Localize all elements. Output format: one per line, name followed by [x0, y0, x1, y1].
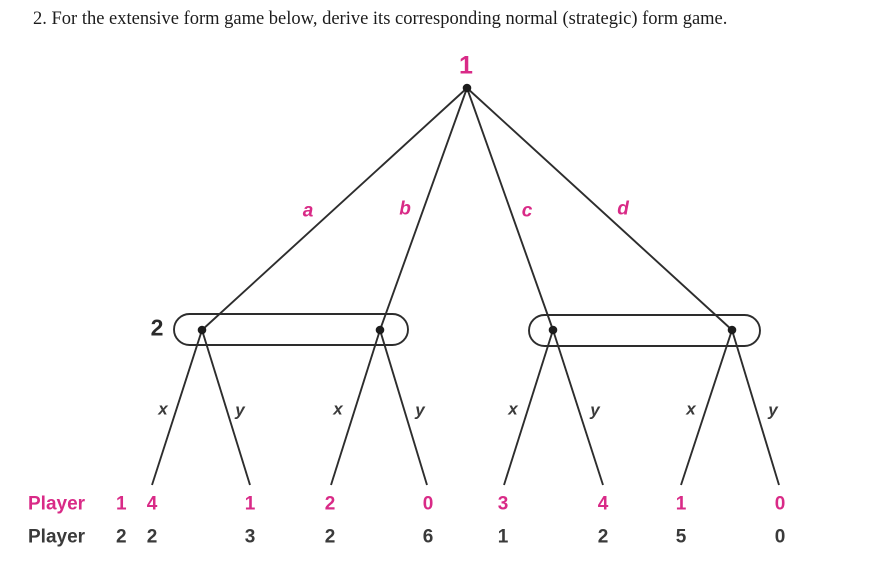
payoff-p2-5: 1 [497, 526, 509, 548]
payoff-p1-2: 1 [244, 493, 256, 515]
branch-label-c: c [521, 200, 533, 222]
edge-c [466, 87, 554, 331]
action-label-y2: y [415, 400, 425, 420]
edge-y3 [552, 329, 604, 486]
action-label-y1: y [235, 400, 245, 420]
root-node-dot [462, 83, 472, 93]
payoff-p1-3: 2 [324, 493, 336, 515]
payoff-p2-2: 3 [244, 526, 256, 548]
edge-d [466, 87, 733, 331]
edge-x2 [330, 329, 381, 486]
action-label-y4: y [768, 400, 778, 420]
action-label-x1: x [158, 399, 168, 419]
payoff-p1-6: 4 [597, 493, 609, 515]
payoff-p1-1: 4 [146, 493, 158, 515]
payoff-p2-6: 2 [597, 526, 609, 548]
action-label-x3: x [508, 399, 518, 419]
edge-y2 [379, 329, 428, 486]
player1-word: Player [28, 493, 86, 515]
node-dot-b [375, 325, 385, 335]
player2-number: 2 [116, 526, 127, 548]
edge-y4 [731, 329, 780, 486]
player1-row-label: Player 1 [28, 495, 127, 514]
problem-statement: 2. For the extensive form game below, de… [33, 9, 728, 29]
payoff-p2-1: 2 [146, 526, 158, 548]
player2-row-label: Player 2 [28, 528, 127, 547]
payoff-p2-7: 5 [675, 526, 687, 548]
action-label-y3: y [590, 400, 600, 420]
player2-infoset-label: 2 [150, 314, 164, 341]
branch-label-b: b [399, 198, 411, 220]
node-dot-c [548, 325, 558, 335]
payoff-p1-7: 1 [675, 493, 687, 515]
payoff-p1-5: 3 [497, 493, 509, 515]
branch-label-d: d [617, 198, 629, 220]
payoff-p2-4: 6 [422, 526, 434, 548]
edge-x3 [503, 329, 554, 486]
player1-number: 1 [116, 493, 127, 515]
payoff-p2-8: 0 [774, 526, 786, 548]
node-dot-a [197, 325, 207, 335]
edge-x1 [151, 329, 203, 486]
payoff-p2-3: 2 [324, 526, 336, 548]
info-set-right-oval [528, 314, 761, 347]
player2-word: Player [28, 526, 86, 548]
payoff-p1-4: 0 [422, 493, 434, 515]
edge-x4 [680, 329, 733, 486]
edge-b [379, 87, 468, 331]
info-set-left-oval [173, 313, 409, 346]
edge-y1 [201, 329, 251, 486]
player1-root-label: 1 [459, 51, 473, 80]
edge-a [201, 87, 468, 331]
action-label-x2: x [333, 399, 343, 419]
payoff-p1-8: 0 [774, 493, 786, 515]
branch-label-a: a [302, 200, 314, 222]
action-label-x4: x [686, 399, 696, 419]
node-dot-d [727, 325, 737, 335]
